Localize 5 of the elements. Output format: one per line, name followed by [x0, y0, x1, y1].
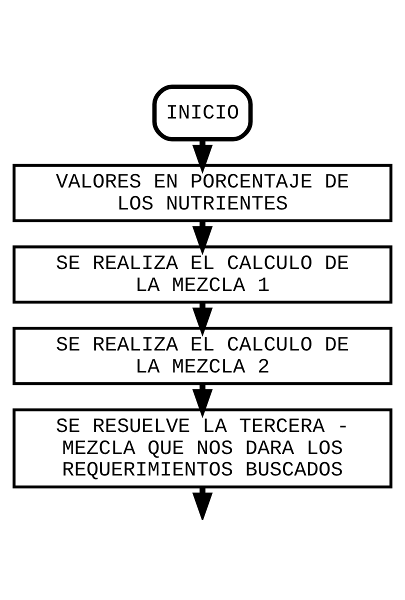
node-box: VALORES EN PORCENTAJE DE LOS NUTRIENTES — [12, 163, 392, 222]
node-box: SE RESUELVE LA TERCERA - MEZCLA QUE NOS DARA LOS REQUERIMIENTOS BUSCADOS — [12, 408, 392, 488]
node-box: SE REALIZA EL CALCULO DE LA MEZCLA 1 — [12, 244, 392, 304]
node-box: SE REALIZA EL CALCULO DE LA MEZCLA 2 — [12, 326, 392, 385]
node-box: INICIO — [152, 84, 253, 141]
